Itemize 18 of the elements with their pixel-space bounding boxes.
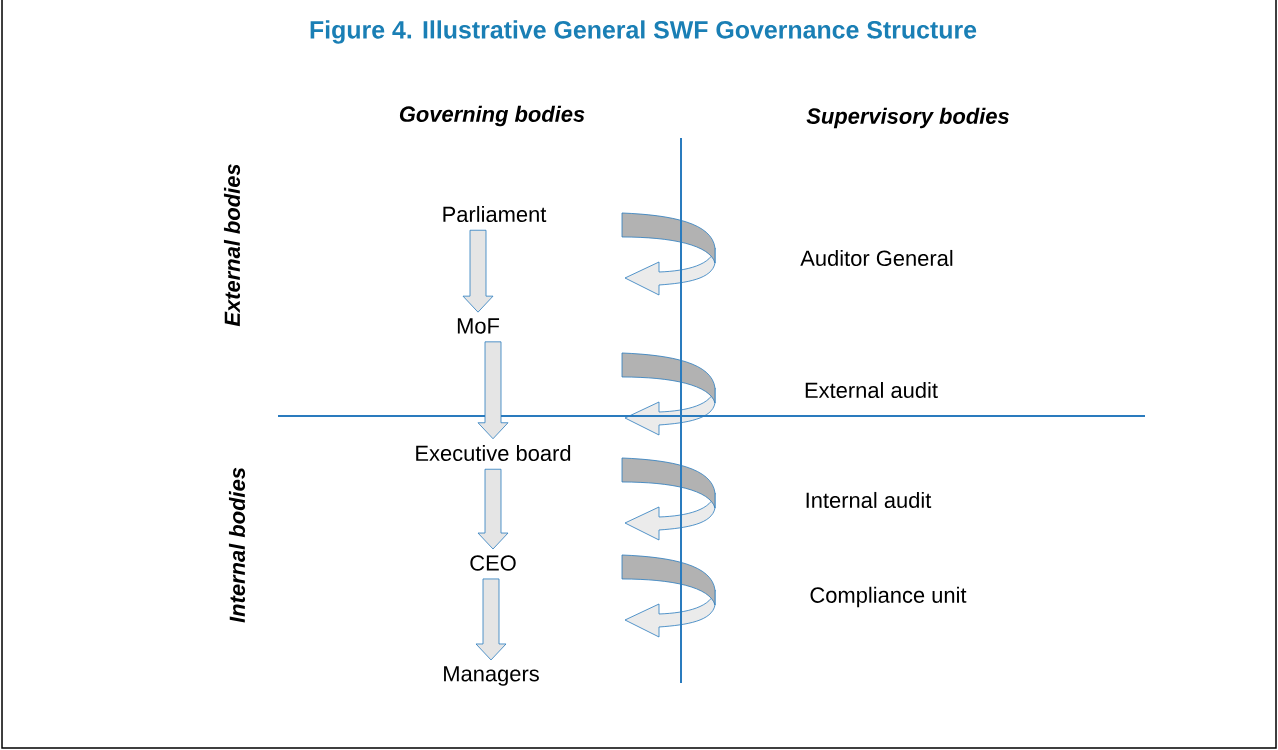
row-heading: Internal bodies [228, 467, 246, 623]
row-heading: External bodies [223, 164, 241, 327]
column-heading: Governing bodies [399, 105, 585, 127]
body-name: CEO [470, 555, 516, 571]
supervisory-body: Compliance unit [810, 586, 967, 608]
body-name: Parliament [443, 205, 547, 223]
supervisory-body: External audit [805, 381, 938, 399]
supervisory-body: Auditor General [800, 249, 953, 267]
down-arrow [477, 341, 509, 440]
body-name: Managers [444, 666, 539, 686]
body-name: Executive board [416, 444, 571, 462]
supervisory-body: Internal audit [806, 491, 932, 509]
down-arrow [475, 578, 507, 661]
column-heading: Supervisory bodies [806, 107, 1009, 129]
down-arrow [462, 229, 494, 313]
down-arrow [477, 468, 509, 550]
body-name: MoF [457, 318, 500, 334]
figure-title: Figure 4. Illustrative General SWF Governance Structure [310, 20, 977, 44]
